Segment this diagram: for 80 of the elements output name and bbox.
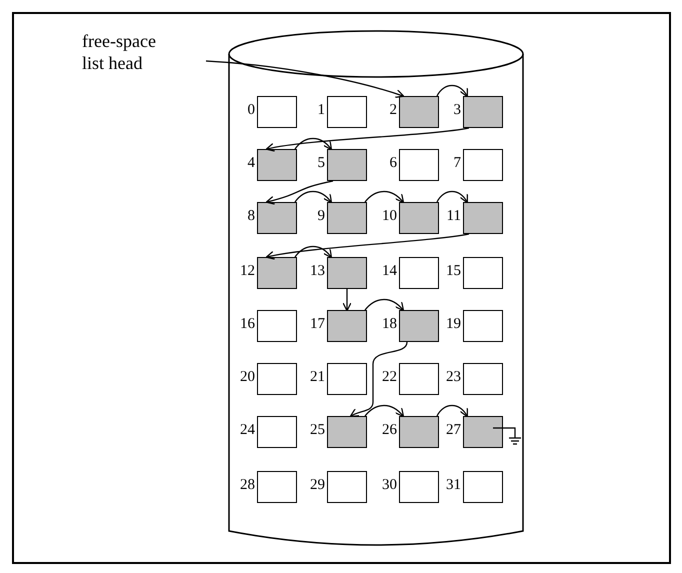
block-number: 12 [240, 263, 255, 279]
arrow [266, 127, 470, 152]
arrow [350, 342, 408, 417]
disk-block [257, 96, 297, 128]
arrow [436, 404, 468, 418]
disk-block [463, 149, 503, 181]
disk-block [399, 96, 439, 128]
arrow [266, 180, 334, 205]
disk-block [399, 416, 439, 448]
block-number: 1 [318, 102, 325, 118]
arrow [342, 289, 352, 312]
block-number: 23 [446, 369, 461, 385]
block-number: 21 [310, 369, 325, 385]
disk-block [327, 363, 367, 395]
arrow [206, 60, 404, 98]
block-number: 26 [382, 422, 397, 438]
arrow [436, 84, 468, 98]
disk-block [399, 471, 439, 503]
disk-block [463, 471, 503, 503]
block-number: 7 [454, 155, 461, 171]
disk-block [257, 363, 297, 395]
disk-block [327, 416, 367, 448]
block-number: 0 [248, 102, 255, 118]
block-number: 16 [240, 316, 255, 332]
arrow [294, 190, 332, 204]
block-number: 20 [240, 369, 255, 385]
block-number: 10 [382, 208, 397, 224]
block-number: 15 [446, 263, 461, 279]
disk-block [399, 202, 439, 234]
block-number: 11 [446, 208, 461, 224]
block-number: 13 [310, 263, 325, 279]
block-number: 2 [390, 102, 397, 118]
disk-block [463, 202, 503, 234]
block-number: 14 [382, 263, 397, 279]
block-number: 5 [318, 155, 325, 171]
block-number: 8 [248, 208, 255, 224]
block-number: 30 [382, 477, 397, 493]
disk-block [399, 257, 439, 289]
block-number: 29 [310, 477, 325, 493]
block-number: 24 [240, 422, 255, 438]
disk-block [327, 96, 367, 128]
block-number: 4 [248, 155, 255, 171]
block-number: 27 [446, 422, 461, 438]
disk-block [463, 257, 503, 289]
arrow [294, 138, 332, 150]
disk-block [327, 202, 367, 234]
label-text: free-space list head [82, 30, 157, 74]
block-number: 17 [310, 316, 325, 332]
disk-block [399, 310, 439, 342]
block-number: 25 [310, 422, 325, 438]
arrow [266, 233, 470, 260]
arrow [294, 246, 332, 258]
arrow [364, 404, 404, 418]
block-number: 28 [240, 477, 255, 493]
block-number: 19 [446, 316, 461, 332]
block-number: 22 [382, 369, 397, 385]
disk-block [463, 363, 503, 395]
disk-block [257, 416, 297, 448]
disk-block [327, 471, 367, 503]
disk-block [257, 310, 297, 342]
disk-block [257, 202, 297, 234]
disk-block [399, 149, 439, 181]
disk-block [257, 257, 297, 289]
arrow [364, 190, 404, 204]
disk-block [257, 149, 297, 181]
disk-block [327, 257, 367, 289]
block-number: 6 [390, 155, 397, 171]
disk-block [399, 363, 439, 395]
disk-block [327, 149, 367, 181]
arrow [436, 190, 468, 204]
disk-block [463, 416, 503, 448]
block-number: 31 [446, 477, 461, 493]
disk-block [463, 310, 503, 342]
disk-block [257, 471, 297, 503]
block-number: 9 [318, 208, 325, 224]
block-number: 3 [454, 102, 461, 118]
arrow [364, 298, 404, 312]
disk-block [327, 310, 367, 342]
disk-block [463, 96, 503, 128]
block-number: 18 [382, 316, 397, 332]
